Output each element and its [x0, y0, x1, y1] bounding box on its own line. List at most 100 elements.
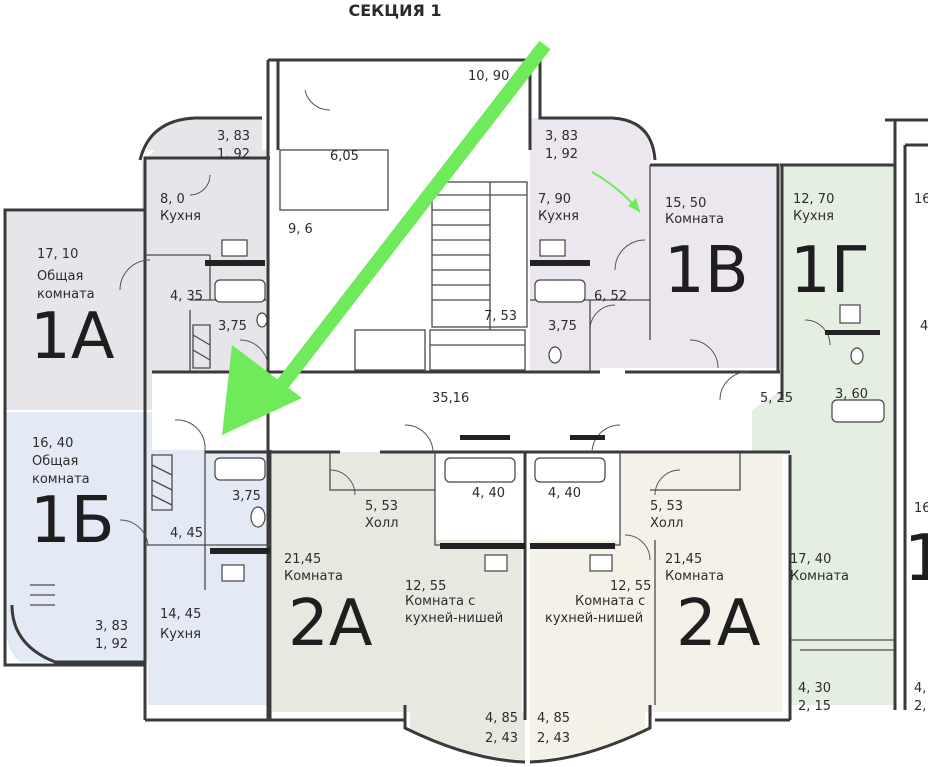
- bathtub-1a: [214, 279, 266, 303]
- 1v-balcony-1: 3, 83: [545, 129, 578, 144]
- doors: [119, 89, 831, 561]
- label-room-96: 9, 6: [288, 222, 313, 237]
- common-labels: 10, 90 6,05 9, 6 7, 53 35,16: [288, 69, 517, 406]
- 2a-left-room-name: Комната: [284, 569, 343, 584]
- 1b-kitchen-name: Кухня: [160, 627, 201, 642]
- 1g-kitchen-name: Кухня: [793, 209, 834, 224]
- 1g-balcony-1: 4, 30: [798, 681, 831, 696]
- 1b-kitchen-area: 14, 45: [160, 607, 201, 622]
- apt-2a-left-fill: [272, 452, 522, 712]
- toilet-1b: [250, 506, 266, 528]
- 1v-kitchen-area: 7, 90: [538, 192, 571, 207]
- 2a-right-studio-area: 12, 55: [610, 579, 651, 594]
- 1v-hall-area: 6, 52: [594, 289, 627, 304]
- apt-1v-balcony-fill: [530, 118, 652, 160]
- section-title: СЕКЦИЯ 1: [348, 1, 441, 20]
- 1b-living-area: 16, 40: [32, 436, 73, 451]
- 2a-left-studio-area: 12, 55: [405, 579, 446, 594]
- 1g-balcony-2: 2, 15: [798, 699, 831, 714]
- 1g-room-name: Комната: [790, 569, 849, 584]
- svg-text:16: 16: [914, 501, 928, 516]
- 1a-bath-area: 3,75: [218, 319, 247, 334]
- 1b-bath-area: 3,75: [232, 489, 261, 504]
- 2a-left-studio-name-1: Комната с: [405, 594, 475, 609]
- apt-2a-right-balcony-fill: [530, 712, 645, 760]
- apt-2a-left-balcony-fill: [410, 712, 525, 760]
- 1v-bath-area: 3,75: [548, 319, 577, 334]
- apt-1a-labels: 17, 10 Общая комната 1А 8, 0 Кухня 3, 83…: [30, 129, 250, 374]
- svg-text:16: 16: [914, 192, 928, 207]
- label-lobby: 10, 90: [468, 69, 509, 84]
- 1a-living-name-1: Общая: [37, 269, 83, 284]
- 1b-hall-area: 4, 45: [170, 526, 203, 541]
- toilet-1g: [850, 347, 864, 365]
- 2a-right-studio-name-1: Комната с: [575, 594, 645, 609]
- apt-1a-fill: [5, 150, 268, 410]
- 2a-right-room-area: 21,45: [665, 552, 702, 567]
- 1b-living-name-1: Общая: [32, 454, 78, 469]
- bathtub-1b: [214, 457, 266, 481]
- svg-text:4: 4: [920, 319, 928, 334]
- 2a-right-balcony-1: 4, 85: [537, 711, 570, 726]
- 1g-kitchen-area: 12, 70: [793, 192, 834, 207]
- label-room-605: 6,05: [330, 149, 359, 164]
- 1v-kitchen-name: Кухня: [538, 209, 579, 224]
- 1v-room-area: 15, 50: [665, 196, 706, 211]
- 2a-right-bath-area: 4, 40: [548, 486, 581, 501]
- 2a-left-bath-area: 4, 40: [472, 486, 505, 501]
- apt-1b-labels: 16, 40 Общая комната 1Б 3,75 4, 45 14, 4…: [30, 436, 261, 652]
- toilet-1a: [256, 312, 268, 328]
- fixtures: [30, 239, 885, 606]
- 1a-balcony-2: 1, 92: [217, 147, 250, 162]
- apt-1g-fill: [752, 165, 895, 705]
- partial-right-labels: 16 4 16 4, 2, 1: [904, 192, 928, 714]
- 2a-right-balcony-2: 2, 43: [537, 731, 570, 746]
- 1a-kitchen-name: Кухня: [160, 209, 201, 224]
- 1a-living-area: 17, 10: [37, 247, 78, 262]
- big-green-arrow: [222, 40, 551, 435]
- 2a-left-hall-name: Холл: [365, 516, 398, 531]
- 2a-right-hall-name: Холл: [650, 516, 683, 531]
- apt-2a-left-labels: 5, 53 Холл 4, 40 21,45 Комната 2А 12, 55…: [284, 486, 518, 746]
- 1v-label: 1В: [664, 234, 749, 308]
- svg-text:4,: 4,: [914, 681, 926, 696]
- 1b-living-name-2: комната: [32, 472, 90, 487]
- bathtub-1v: [534, 279, 586, 303]
- 2a-right-hall-area: 5, 53: [650, 499, 683, 514]
- 2a-left-studio-name-2: кухней-нишей: [405, 611, 503, 626]
- label-corridor: 35,16: [432, 391, 469, 406]
- 1a-label: 1А: [30, 300, 115, 374]
- 2a-right-studio-name-2: кухней-нишей: [545, 611, 643, 626]
- apt-1b-fill: [5, 412, 268, 705]
- svg-text:2,: 2,: [914, 699, 926, 714]
- bathtub-2a-left: [444, 457, 516, 483]
- toilet-1v: [548, 346, 562, 364]
- 1g-bath-area: 3, 60: [835, 387, 868, 402]
- apt-2a-right-fill: [530, 452, 782, 712]
- 1g-hall-area: 5, 25: [760, 391, 793, 406]
- bathtub-1g: [831, 399, 885, 423]
- 1a-living-name-2: комната: [37, 287, 95, 302]
- walls: [3, 58, 928, 764]
- 1a-balcony-1: 3, 83: [217, 129, 250, 144]
- 1b-balcony-2: 1, 92: [95, 637, 128, 652]
- 1b-label: 1Б: [30, 484, 115, 558]
- 2a-right-room-name: Комната: [665, 569, 724, 584]
- 2a-left-room-area: 21,45: [284, 552, 321, 567]
- 1v-balcony-2: 1, 92: [545, 147, 578, 162]
- label-stair: 7, 53: [484, 309, 517, 324]
- 1g-room-area: 17, 40: [790, 552, 831, 567]
- apt-1a-balcony-fill: [145, 118, 262, 160]
- svg-text:1: 1: [904, 522, 928, 596]
- bathtub-2a-right: [534, 457, 606, 483]
- 2a-left-hall-area: 5, 53: [365, 499, 398, 514]
- 1g-label: 1Г: [790, 234, 870, 308]
- apt-1g-labels: 12, 70 Кухня 1Г 5, 25 3, 60 17, 40 Комна…: [760, 192, 870, 714]
- 2a-left-balcony-1: 4, 85: [485, 711, 518, 726]
- 2a-right-label: 2А: [676, 587, 761, 661]
- 1a-kitchen-area: 8, 0: [160, 192, 185, 207]
- 2a-left-balcony-2: 2, 43: [485, 731, 518, 746]
- 1b-balcony-1: 3, 83: [95, 619, 128, 634]
- apt-1v-labels: 3, 83 1, 92 7, 90 Кухня 15, 50 Комната 1…: [538, 129, 749, 334]
